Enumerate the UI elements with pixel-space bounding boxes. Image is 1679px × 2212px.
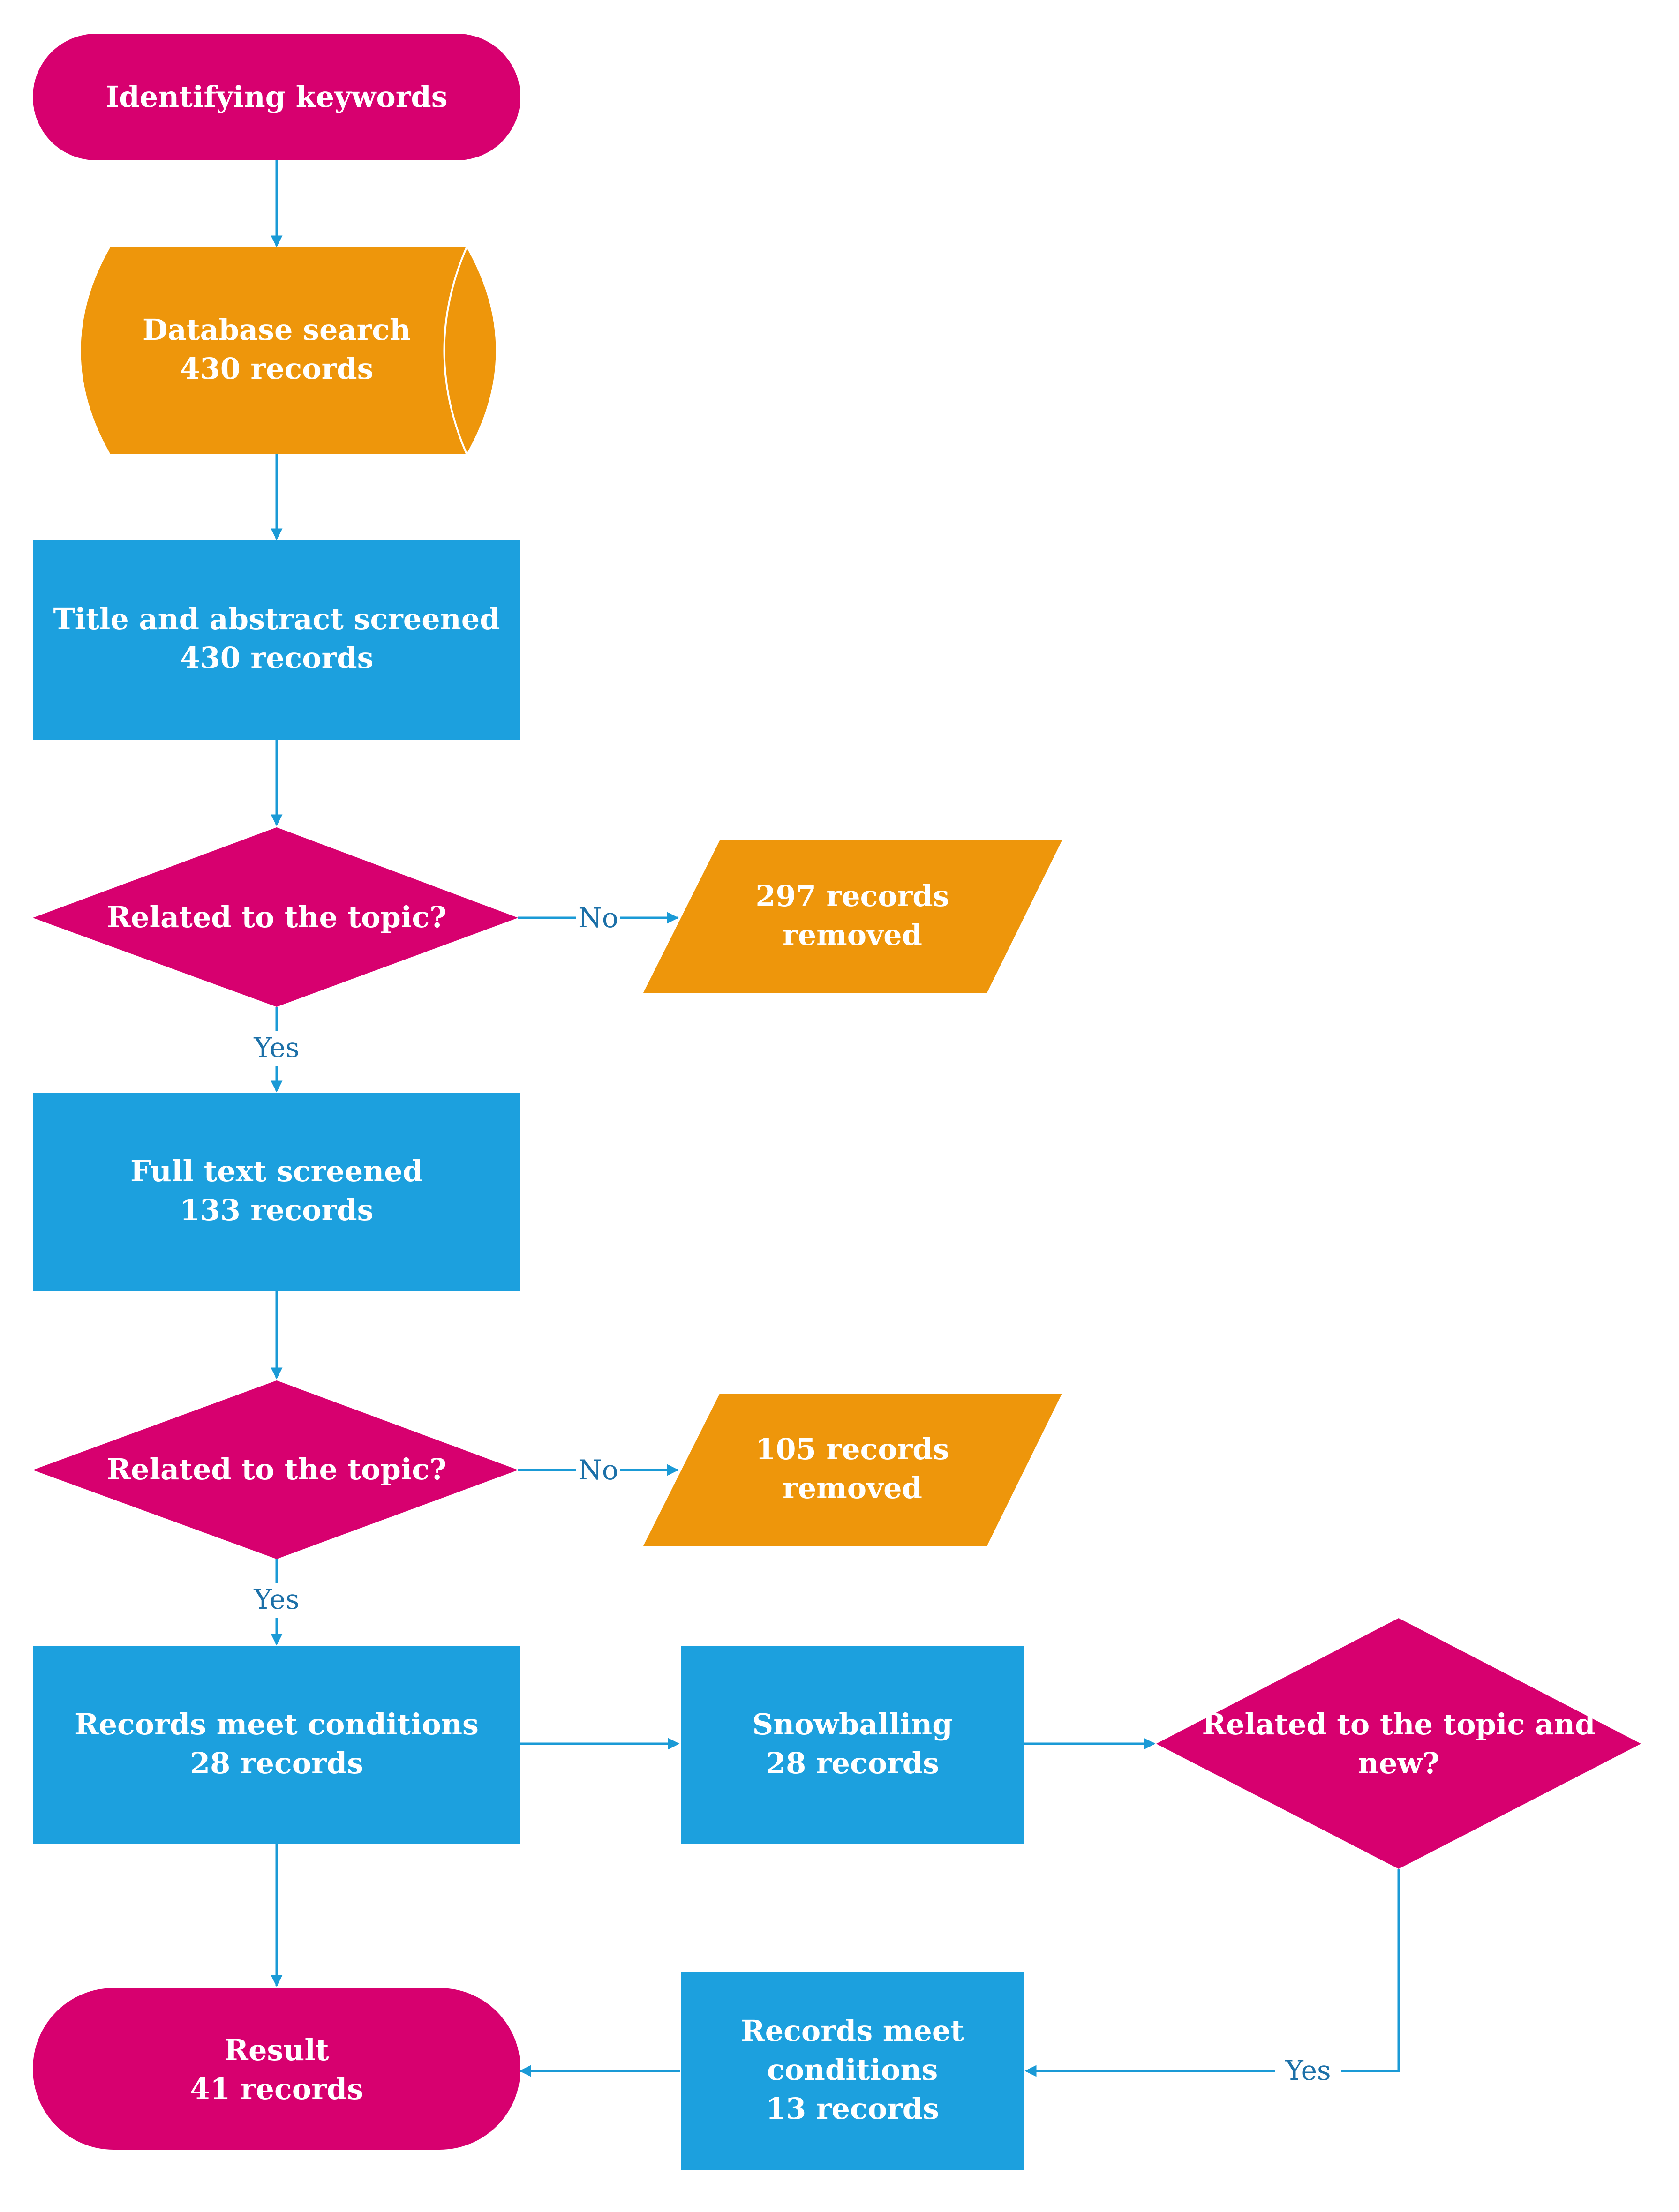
node-meet-conditions2: Records meet conditions 13 records [681, 1972, 1024, 2170]
node-meet-conditions-line1: Records meet conditions [75, 1707, 479, 1741]
stored-data-shape [81, 247, 496, 454]
node-title-abstract: Title and abstract screened 430 records [33, 540, 520, 740]
node-removed2: 105 records removed [643, 1394, 1062, 1546]
node-full-text: Full text screened 133 records [33, 1093, 520, 1291]
edge-label-d1-yes: Yes [253, 1032, 299, 1064]
data-shape [643, 840, 1062, 993]
node-removed1: 297 records removed [643, 840, 1062, 993]
node-result-line2: 41 records [190, 2072, 363, 2106]
node-removed2-line2: removed [783, 1471, 922, 1505]
node-title-abstract-line2: 430 records [180, 641, 373, 675]
process-shape [33, 1093, 520, 1291]
node-decision3: Related to the topic and new? [1156, 1618, 1641, 1869]
node-decision1: Related to the topic? [33, 827, 518, 1007]
node-decision3-line1: Related to the topic and [1202, 1707, 1596, 1741]
stored-data-curve [443, 247, 467, 454]
node-meet-conditions: Records meet conditions 28 records [33, 1646, 520, 1844]
node-meet-conditions2-line2: conditions [767, 2053, 938, 2087]
node-decision2-label: Related to the topic? [106, 1452, 446, 1486]
node-full-text-line2: 133 records [180, 1193, 373, 1227]
node-database-line2: 430 records [180, 352, 373, 386]
node-decision3-line2: new? [1358, 1746, 1439, 1780]
edge-label-d3-yes: Yes [1285, 2055, 1331, 2086]
arrow-decision3-yes [1024, 1869, 1400, 2077]
node-database-line1: Database search [143, 313, 411, 347]
node-result: Result 41 records [33, 1988, 520, 2150]
process-shape [681, 1972, 1024, 2170]
edge-label-d2-no: No [578, 1454, 618, 1486]
node-full-text-line1: Full text screened [130, 1154, 423, 1188]
node-decision2: Related to the topic? [33, 1380, 518, 1559]
node-snowballing-line1: Snowballing [752, 1707, 952, 1741]
data-shape [643, 1394, 1062, 1546]
node-decision1-label: Related to the topic? [106, 900, 446, 934]
decision-shape [1156, 1618, 1641, 1869]
node-start: Identifying keywords [33, 34, 520, 160]
node-snowballing-line2: 28 records [766, 1746, 939, 1780]
node-meet-conditions-line2: 28 records [190, 1746, 363, 1780]
node-snowballing: Snowballing 28 records [681, 1646, 1024, 1844]
decision-shape [33, 1380, 518, 1559]
edge-label-d1-no: No [578, 902, 618, 934]
node-removed1-line2: removed [783, 918, 922, 952]
process-shape [33, 540, 520, 740]
process-shape [681, 1646, 1024, 1844]
terminator-shape [33, 34, 520, 160]
node-result-line1: Result [224, 2033, 329, 2067]
terminator-shape [33, 1988, 520, 2150]
node-title-abstract-line1: Title and abstract screened [53, 602, 500, 636]
edge-label-d2-yes: Yes [253, 1583, 299, 1615]
process-shape [33, 1646, 520, 1844]
edge-labels: No Yes No Yes Yes [244, 900, 1341, 2088]
node-database: Database search 430 records [81, 247, 496, 454]
node-meet-conditions2-line3: 13 records [766, 2092, 939, 2126]
node-removed1-line1: 297 records [755, 879, 949, 913]
node-start-label: Identifying keywords [105, 80, 447, 114]
node-removed2-line1: 105 records [755, 1432, 949, 1466]
decision-shape [33, 827, 518, 1007]
node-meet-conditions2-line1: Records meet [741, 2014, 964, 2048]
